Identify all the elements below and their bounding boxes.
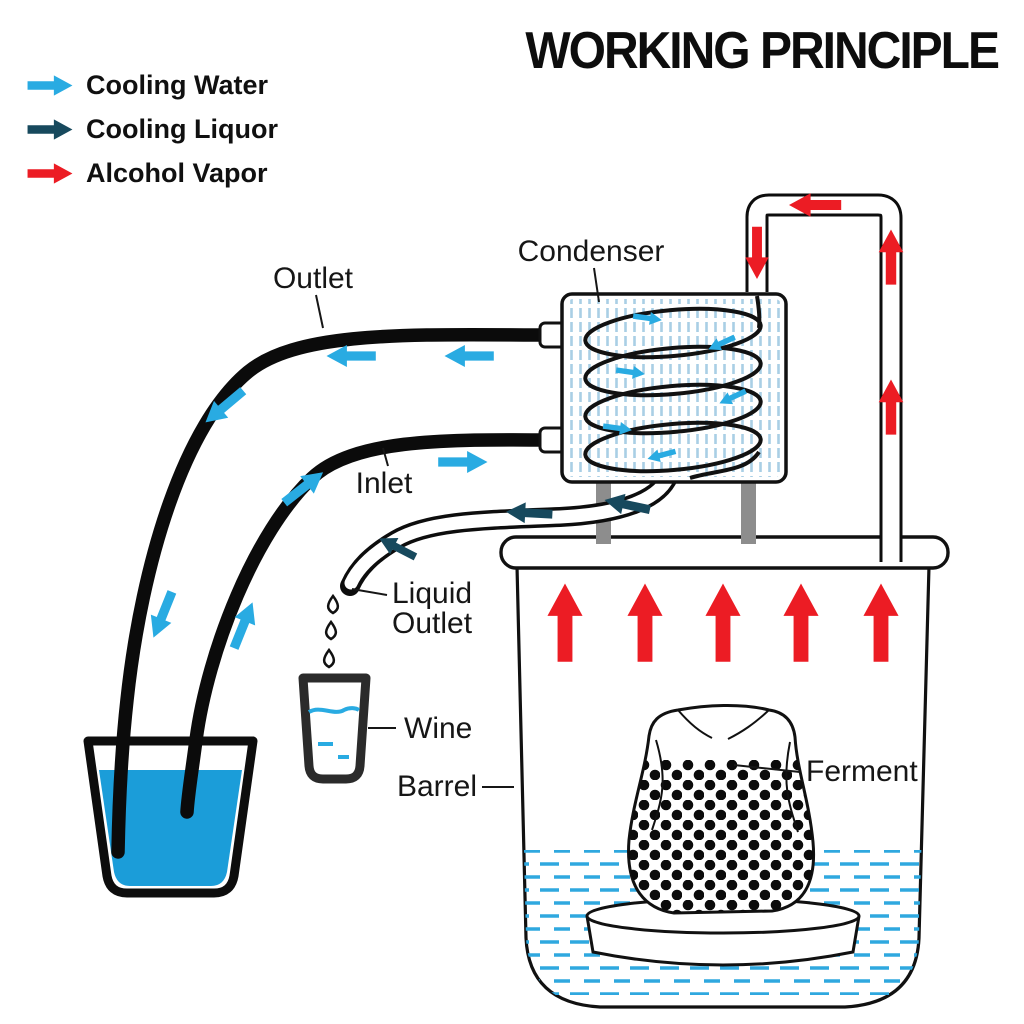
label-inlet: Inlet: [356, 467, 413, 500]
condenser-leg-right: [741, 478, 756, 544]
label-condenser: Condenser: [518, 235, 665, 268]
barrel: [499, 535, 950, 1009]
legend-item-alcohol-vapor: Alcohol Vapor: [26, 158, 278, 189]
drops: [322, 593, 340, 669]
label-outlet: Outlet: [273, 262, 354, 295]
label-lines: [315, 267, 801, 788]
legend-item-cooling-liquor: Cooling Liquor: [26, 114, 278, 145]
label-wine: Wine: [404, 712, 472, 745]
cooling-coil: [583, 295, 763, 480]
outlet-hose: [111, 327, 561, 859]
liquid-outlet-pipe: [340, 462, 680, 596]
bucket-water: [99, 770, 242, 886]
wine-cup: [298, 673, 371, 784]
cooling-hoses: [111, 327, 561, 859]
ferment-grain-dots: [628, 760, 814, 913]
label-ferment: Ferment: [806, 755, 918, 788]
legend-label-alcohol-vapor: Alcohol Vapor: [86, 158, 268, 188]
vapor-pipe: [745, 193, 904, 562]
legend-label-cooling-liquor: Cooling Liquor: [86, 114, 278, 144]
label-liquid-outlet-line1: Liquid: [392, 577, 472, 610]
legend-label-cooling-water: Cooling Water: [86, 70, 268, 100]
ferment-bag: [627, 704, 816, 915]
cooling-water-bucket: [83, 736, 258, 898]
label-liquid-outlet-line2: Outlet: [392, 607, 473, 640]
inlet-hose: [180, 433, 561, 819]
page-title: WORKING PRINCIPLE: [525, 22, 1000, 81]
legend: Cooling Water Cooling Liquor Alcohol Vap…: [26, 70, 278, 189]
barrel-lid: [499, 535, 950, 570]
condenser: [560, 292, 788, 484]
label-barrel: Barrel: [397, 770, 477, 803]
wine-level: [307, 706, 361, 714]
legend-item-cooling-water: Cooling Water: [26, 70, 278, 101]
